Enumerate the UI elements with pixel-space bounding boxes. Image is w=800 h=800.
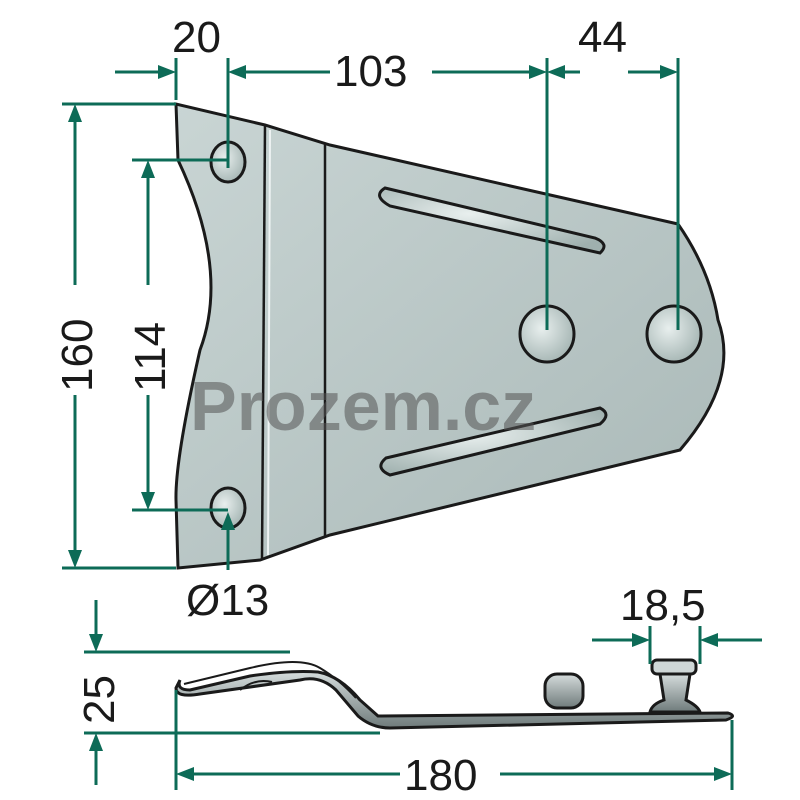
dim-label-114: 114	[126, 322, 175, 392]
dim-25-arrow-top	[89, 634, 103, 652]
dim-44-arrow-left	[547, 65, 565, 79]
dim-160-arrow-bottom	[68, 550, 82, 568]
dim-20-arrow-right	[228, 65, 246, 79]
plate-body	[174, 102, 726, 570]
dim-20-arrow-left	[158, 65, 176, 79]
dimension-lines	[62, 58, 762, 790]
plate-top-view	[174, 102, 726, 570]
dim-label-44: 44	[578, 13, 627, 62]
dim-diameter-arrow	[221, 512, 235, 530]
side-stud-left	[543, 672, 585, 710]
dim-180-arrow-left	[176, 767, 194, 781]
dim-label-20: 20	[172, 13, 221, 62]
dim-185-arrow-right	[700, 633, 718, 647]
slot-lower	[379, 406, 608, 477]
dim-label-185: 18,5	[620, 581, 706, 630]
dimension-labels: 20 103 44 160 114 Ø13 25 180 18,5	[53, 13, 706, 800]
dim-160-arrow-top	[68, 104, 82, 122]
dim-180-arrow-right	[714, 767, 732, 781]
side-profile	[174, 670, 734, 730]
plate-bend-highlight	[267, 129, 271, 556]
adjust-hole-outer	[645, 304, 703, 364]
dim-103-arrow-right	[529, 65, 547, 79]
dim-label-160: 160	[53, 319, 102, 392]
side-stud-right-body	[648, 672, 703, 714]
dim-44-arrow-right	[660, 65, 678, 79]
dim-label-25: 25	[75, 675, 124, 724]
watermark-text: Prozem.cz	[190, 367, 536, 445]
dim-114-arrow-top	[141, 160, 155, 178]
dim-label-180: 180	[404, 751, 477, 800]
dim-label-diameter: Ø13	[186, 576, 269, 625]
dim-114-arrow-bottom	[141, 492, 155, 510]
side-embossed-hole	[239, 680, 273, 691]
plate-bend-line-1	[260, 124, 267, 559]
dim-label-103: 103	[334, 47, 407, 96]
dim-185-arrow-left	[632, 633, 650, 647]
plate-side-view	[174, 658, 734, 730]
side-stud-right-cap	[650, 658, 698, 676]
dim-25-arrow-bottom	[89, 733, 103, 751]
side-profile-top-edge	[183, 661, 357, 699]
